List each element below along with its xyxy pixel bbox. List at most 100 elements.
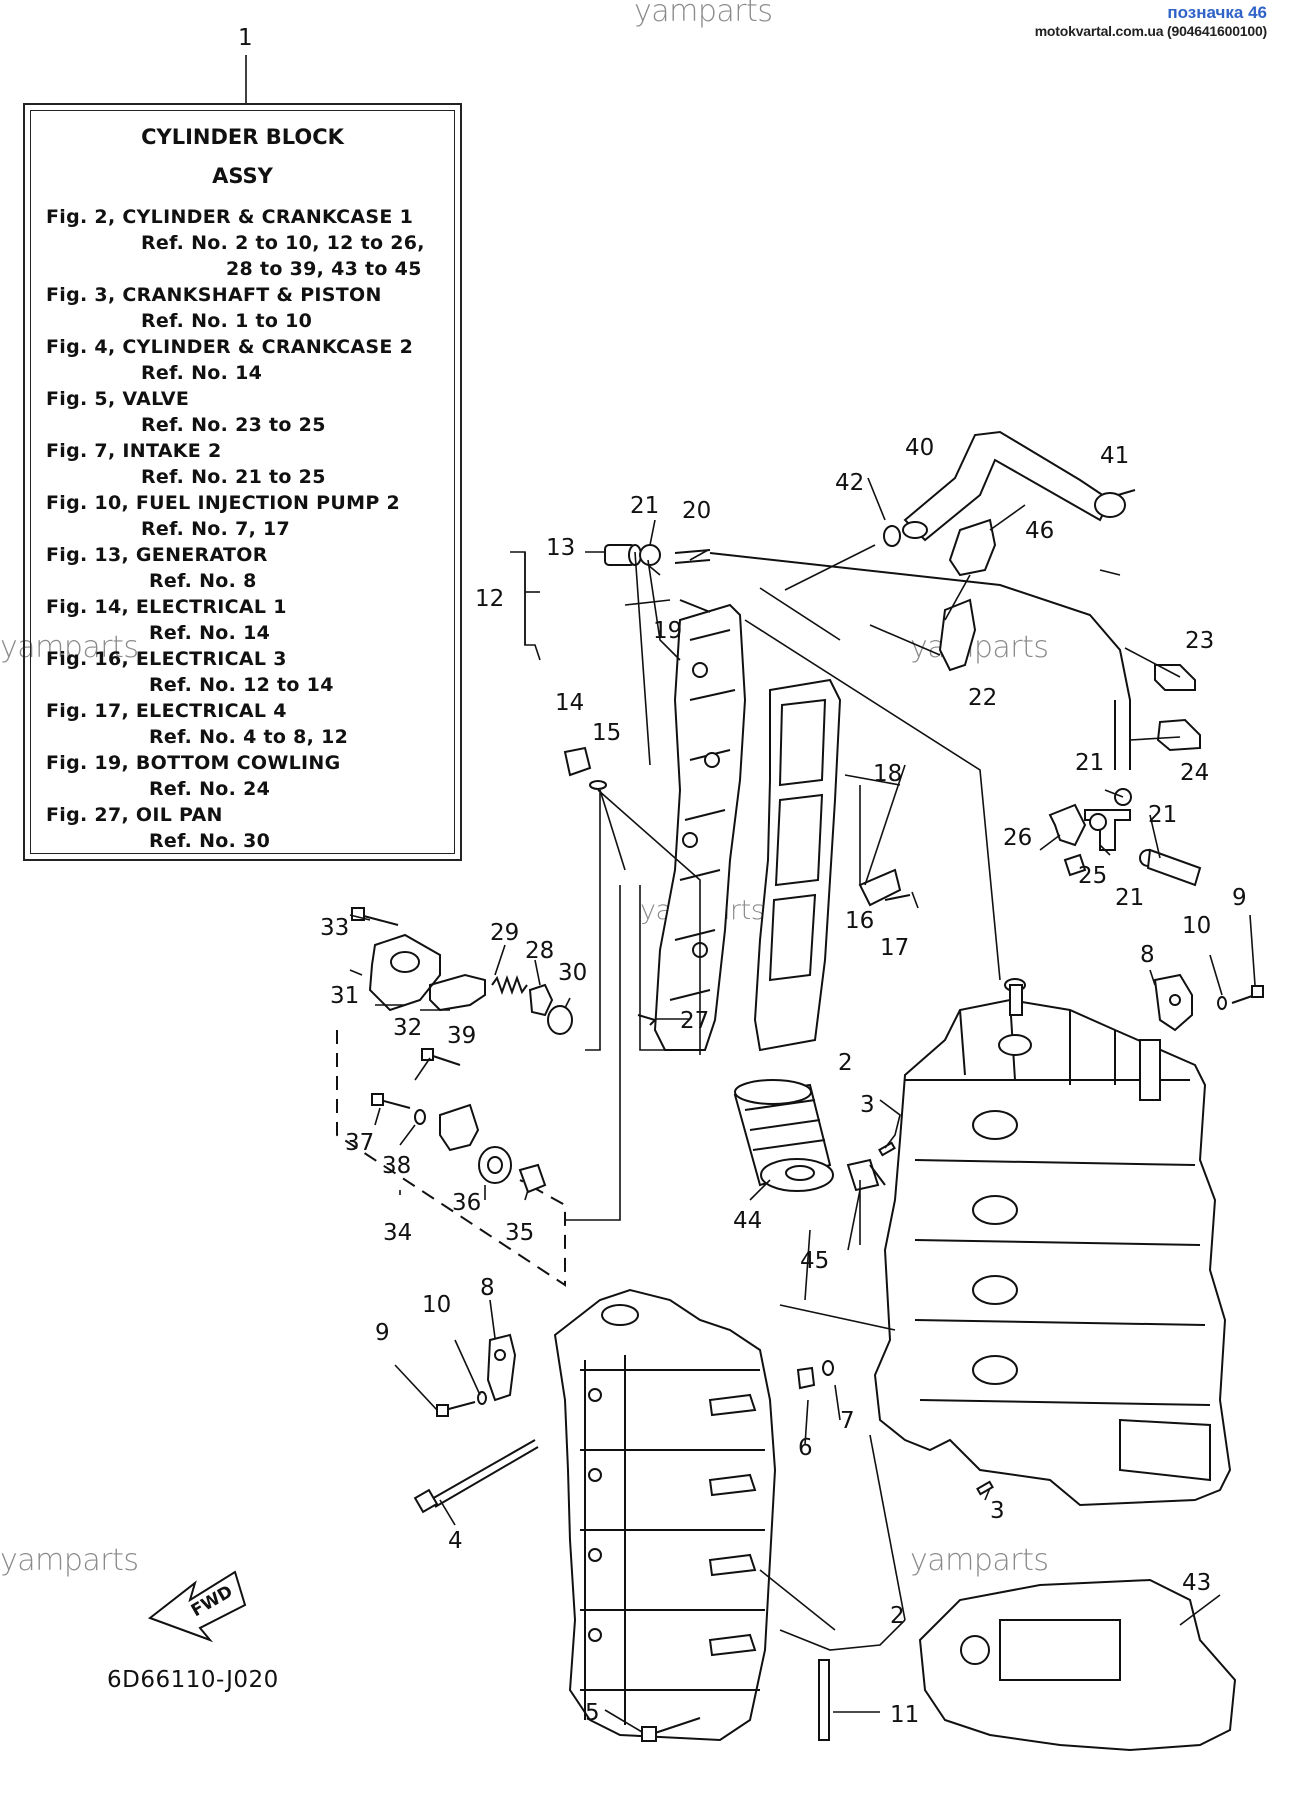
bracket-8-right	[1153, 973, 1193, 1032]
callout-46: 46	[1025, 518, 1054, 544]
site-tag-title: позначка 46	[1167, 3, 1267, 22]
washer-38	[414, 1109, 426, 1125]
ref-line: Fig. 3, CRANKSHAFT & PISTON	[46, 284, 382, 306]
hose-20	[674, 549, 1131, 770]
ref-line: Fig. 5, VALVE	[46, 388, 190, 410]
washer-10-right	[1217, 996, 1227, 1010]
bolt-37	[371, 1093, 411, 1109]
callout-2: 2	[838, 1050, 853, 1076]
bolt-9-left	[436, 1401, 476, 1417]
callout-10-right: 10	[1182, 913, 1211, 939]
callout-6: 6	[798, 1435, 813, 1461]
callout-34: 34	[383, 1220, 412, 1246]
callout-23: 23	[1185, 628, 1214, 654]
callout-8-right: 8	[1140, 942, 1155, 968]
callout-25: 25	[1078, 863, 1107, 889]
ref-line: Fig. 27, OIL PAN	[46, 804, 223, 826]
bolt-5	[641, 1717, 701, 1742]
callout-24: 24	[1180, 760, 1209, 786]
stud-11	[818, 1659, 830, 1741]
callout-1: 1	[238, 25, 253, 51]
reference-box: CYLINDER BLOCK ASSY Fig. 2, CYLINDER & C…	[23, 103, 462, 861]
callout-7: 7	[840, 1408, 855, 1434]
callout-3: 3	[860, 1092, 875, 1118]
anode-36	[478, 1146, 512, 1184]
callout-12: 12	[475, 586, 504, 612]
bracket-8-left	[486, 1333, 517, 1402]
callout-27: 27	[680, 1008, 709, 1034]
callout-33: 33	[320, 915, 349, 941]
washer-7	[822, 1360, 834, 1376]
callout-21: 21	[630, 493, 659, 519]
oil-filter	[733, 1079, 834, 1192]
callout-29: 29	[490, 920, 519, 946]
callout-3-lower: 3	[990, 1498, 1005, 1524]
ref-line: Fig. 19, BOTTOM COWLING	[46, 752, 341, 774]
reference-box-subtitle: ASSY	[212, 164, 273, 188]
watermark-bottom-left: yamparts	[0, 1543, 139, 1578]
callout-2-lower: 2	[890, 1603, 905, 1629]
bracket-16	[858, 868, 902, 907]
ref-line: Ref. No. 4 to 8, 12	[149, 726, 349, 748]
callout-43: 43	[1182, 1570, 1211, 1596]
ref-line: Ref. No. 8	[149, 570, 257, 592]
callout-42: 42	[835, 470, 864, 496]
callout-14: 14	[555, 690, 584, 716]
ref-line: Ref. No. 23 to 25	[141, 414, 326, 436]
callout-21b: 21	[1075, 750, 1104, 776]
clip-46	[948, 518, 997, 577]
clamp-21-a	[1089, 813, 1107, 831]
dowel-3-lower	[976, 1480, 994, 1496]
gasket-32	[429, 973, 486, 1012]
thermostat-cover-31	[368, 933, 441, 1012]
callout-21d: 21	[1115, 885, 1144, 911]
callout-30: 30	[558, 960, 587, 986]
callout-18: 18	[873, 761, 902, 787]
fitting-13	[604, 544, 642, 566]
callout-22: 22	[968, 685, 997, 711]
fwd-arrow-icon: FWD	[147, 1570, 247, 1643]
bolt-6	[796, 1366, 816, 1390]
ref-line: 28 to 39, 43 to 45	[226, 258, 422, 280]
bolt-17	[884, 894, 911, 901]
spring-29	[491, 975, 528, 995]
anode-cover	[439, 1103, 480, 1152]
callout-32: 32	[393, 1015, 422, 1041]
seal-30	[547, 1005, 573, 1035]
ref-line: Ref. No. 1 to 10	[141, 310, 313, 332]
callout-15: 15	[592, 720, 621, 746]
callout-4: 4	[448, 1528, 463, 1554]
plug-14	[563, 746, 592, 777]
callout-17: 17	[880, 935, 909, 961]
crankcase-block	[873, 978, 1232, 1507]
ref-line: Ref. No. 21 to 25	[141, 466, 326, 488]
callout-10-left: 10	[422, 1292, 451, 1318]
exhaust-cover	[653, 603, 747, 1051]
callout-36: 36	[452, 1190, 481, 1216]
callout-31: 31	[330, 983, 359, 1009]
callout-26: 26	[1003, 825, 1032, 851]
ref-line: Ref. No. 24	[149, 778, 271, 800]
clamp-41	[1094, 489, 1136, 518]
ref-line: Ref. No. 2 to 10, 12 to 26,	[141, 232, 425, 254]
ref-line: Fig. 14, ELECTRICAL 1	[46, 596, 287, 618]
ref-line: Fig. 16, ELECTRICAL 3	[46, 648, 287, 670]
callout-45: 45	[800, 1248, 829, 1274]
callout-19: 19	[653, 618, 682, 644]
oil-filter-fitting	[846, 1158, 886, 1192]
ref-line: Fig. 4, CYLINDER & CRANKCASE 2	[46, 336, 414, 358]
watermark-top: yamparts	[634, 0, 773, 29]
group-34-outline	[336, 1030, 566, 1287]
callout-38: 38	[382, 1153, 411, 1179]
site-tag: позначка 46 motokvartal.com.ua (90464160…	[1035, 3, 1268, 39]
ref-line: Fig. 2, CYLINDER & CRANKCASE 1	[46, 206, 414, 228]
reference-box-title: CYLINDER BLOCK	[141, 125, 344, 149]
plug-35	[518, 1163, 547, 1194]
callout-5: 5	[585, 1700, 600, 1726]
callout-41: 41	[1100, 443, 1129, 469]
clip-27	[637, 1014, 657, 1026]
hose-joint-42	[883, 525, 901, 547]
bolt-39	[421, 1048, 461, 1066]
callout-35: 35	[505, 1220, 534, 1246]
